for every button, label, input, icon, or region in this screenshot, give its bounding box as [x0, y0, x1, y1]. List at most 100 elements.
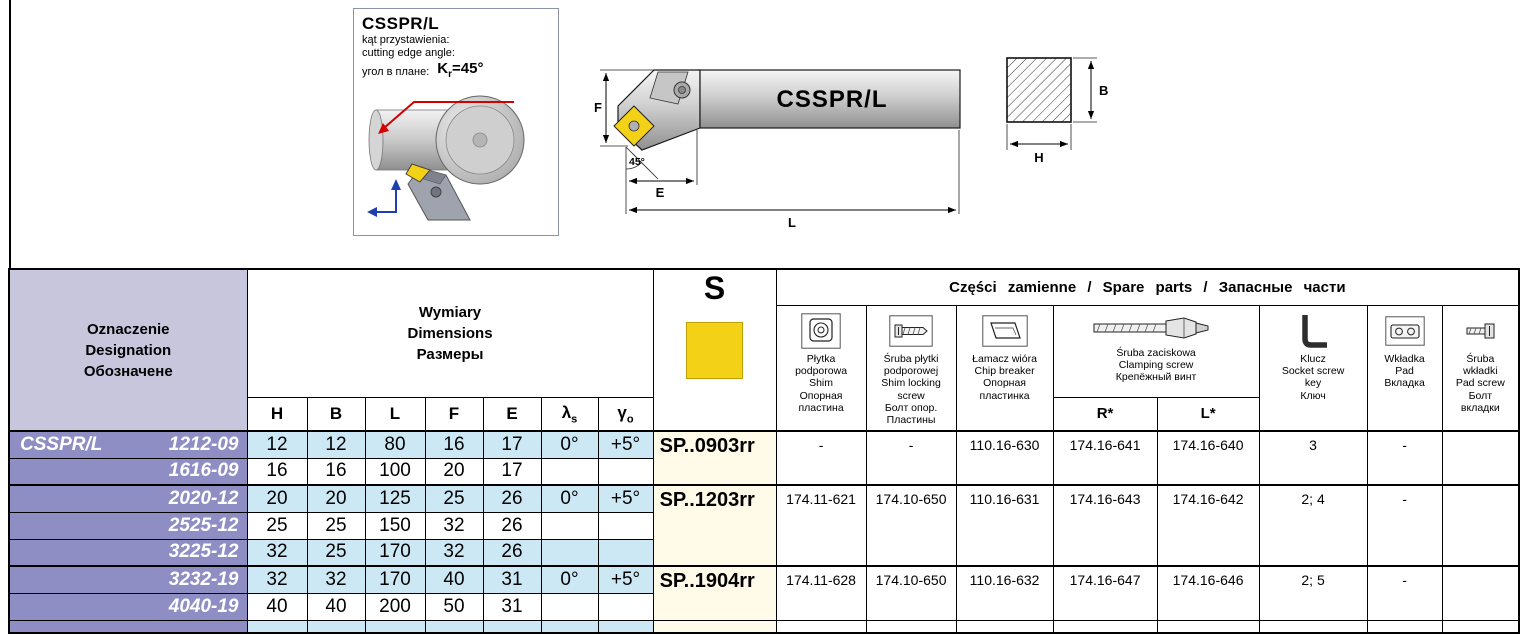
cell-gamma: +5° — [597, 484, 654, 513]
cell-f: 32 — [424, 511, 484, 540]
insert-shape-column-header: S — [652, 268, 777, 432]
clamp-screw-l-cell — [1156, 619, 1260, 634]
clamp-screw-l-cell: 174.16-640 — [1156, 430, 1260, 486]
cell-h: 20 — [246, 484, 308, 513]
col-header-clamp-l: L* — [1156, 396, 1260, 432]
square-insert-icon — [686, 322, 744, 379]
shim-screw-cell: - — [865, 430, 957, 486]
cell-lambda: 0° — [540, 430, 599, 459]
cell-f: 32 — [424, 538, 484, 567]
dimension-b: B — [1073, 57, 1108, 123]
designation-cell: 1616-09 — [8, 457, 248, 486]
insert-screw — [628, 120, 640, 132]
col-header-h: H — [246, 396, 308, 432]
kr-angle-value: Kr=45° — [437, 59, 484, 80]
dim-e-label: E — [656, 185, 665, 200]
cell-f: 20 — [424, 457, 484, 486]
angle-caption-pl: kąt przystawienia: — [362, 34, 450, 46]
chip-breaker-column-header: Łamacz wióra Chip breaker Опорная пласти… — [955, 304, 1054, 432]
cell-h: 16 — [246, 457, 308, 486]
table-row-2020-12: 2020-12 20 20 125 25 26 0° +5° SP..1203r… — [8, 484, 1520, 567]
cell-e — [482, 619, 542, 634]
dim-l-label: L — [788, 215, 796, 230]
cell-l: 100 — [364, 457, 426, 486]
shim-screw-cell: 174.10-650 — [865, 484, 957, 567]
cell-e: 26 — [482, 484, 542, 513]
clamp-screw-l-cell: 174.16-646 — [1156, 565, 1260, 621]
table-row-3232-19: 3232-19 32 32 170 40 31 0° +5° SP..1904r… — [8, 565, 1520, 621]
clamp-screw-r-cell: 174.16-643 — [1052, 484, 1158, 567]
cell-e: 17 — [482, 457, 542, 486]
cell-lambda — [540, 538, 599, 567]
pad-screw-cell — [1441, 565, 1520, 621]
cell-lambda — [540, 457, 599, 486]
cell-e: 17 — [482, 430, 542, 459]
cell-gamma: +5° — [597, 565, 654, 594]
designation-cell: 3232-19 — [8, 565, 248, 594]
key-cell: 2; 4 — [1258, 484, 1368, 567]
chip-breaker-icon — [957, 309, 1052, 353]
shim-cell: 174.11-628 — [775, 565, 867, 621]
cell-gamma — [597, 457, 654, 486]
feed-direction-arrows — [367, 178, 401, 217]
product-spec-table: Oznaczenie Designation Обозначене Wymiar… — [8, 268, 1521, 634]
pad-column-header: Wkładka Pad Вкладка — [1366, 304, 1443, 432]
cell-l: 170 — [364, 538, 426, 567]
cell-gamma — [597, 511, 654, 540]
cell-h: 32 — [246, 565, 308, 594]
left-margin-rule — [9, 0, 11, 270]
designation-cell: 4040-19 — [8, 592, 248, 621]
table-header-row-3: H B L F E λs γo R* L* — [9, 396, 1519, 432]
key-cell: 2; 5 — [1258, 565, 1368, 621]
cell-l: 125 — [364, 484, 426, 513]
dim-h-label: H — [1034, 150, 1043, 165]
dim-b-label: B — [1099, 83, 1108, 98]
col-header-clamp-r: R* — [1052, 396, 1158, 432]
chip-breaker-cell: 110.16-631 — [955, 484, 1054, 567]
pad-screw-column-header: Śruba wkładki Pad screw Болт вкладки — [1441, 304, 1520, 432]
chip-breaker-cell: 110.16-632 — [955, 565, 1054, 621]
table-row-2525-12: 2525-12 25 25 150 32 26 — [8, 511, 1519, 540]
clamping-screw-column-header: Śruba zaciskowa Clamping screw Крепёжный… — [1052, 304, 1260, 398]
workpiece-cylinder — [368, 95, 525, 185]
table-header-row-2: Płytka podporowa Shim Опорная пластина Ś… — [9, 304, 1520, 432]
cell-lambda — [540, 619, 599, 634]
tool-family-title: CSSPR/L — [362, 14, 440, 33]
cell-l: 80 — [364, 430, 426, 459]
cell-h: 25 — [246, 511, 308, 540]
pad-screw-cell — [1441, 619, 1520, 634]
cell-b: 20 — [306, 484, 366, 513]
insert-code-cell: SP..0903rr — [652, 430, 777, 486]
shim-column-header: Płytka podporowa Shim Опорная пластина — [775, 304, 867, 432]
shim-screw-icon — [867, 309, 955, 353]
cell-l: 200 — [364, 592, 426, 621]
cell-h: 32 — [246, 538, 308, 567]
pad-screw-icon — [1443, 309, 1518, 353]
dim-f-label: F — [594, 100, 602, 115]
toolholder-body — [613, 69, 961, 151]
cell-gamma: +5° — [597, 430, 654, 459]
dimension-f: F — [594, 69, 654, 147]
col-header-b: B — [306, 396, 366, 432]
pad-icon — [1368, 309, 1441, 353]
designation-cell: 2525-12 — [8, 511, 248, 540]
pad-cell: - — [1366, 565, 1443, 621]
cell-f: 40 — [424, 565, 484, 594]
shim-screw-cell: 174.10-650 — [865, 565, 957, 621]
table-row-3225-12: 3225-12 32 25 170 32 26 — [8, 538, 1519, 567]
designation-cell — [8, 619, 248, 634]
shank-cross-section: B H — [1006, 57, 1108, 165]
spare-parts-header: Części zamienne / Spare parts / Запасные… — [775, 268, 1520, 306]
cell-lambda — [540, 592, 599, 621]
pad-cell: - — [1366, 484, 1443, 567]
shim-screw-column-header: Śruba płytki podporowej Shim locking scr… — [865, 304, 957, 432]
cell-h: 12 — [246, 430, 308, 459]
clamp-screw-r-cell: 174.16-647 — [1052, 565, 1158, 621]
cell-h — [246, 619, 308, 634]
cell-l: 170 — [364, 565, 426, 594]
cell-gamma — [597, 592, 654, 621]
col-header-f: F — [424, 396, 484, 432]
cell-b: 25 — [306, 511, 366, 540]
